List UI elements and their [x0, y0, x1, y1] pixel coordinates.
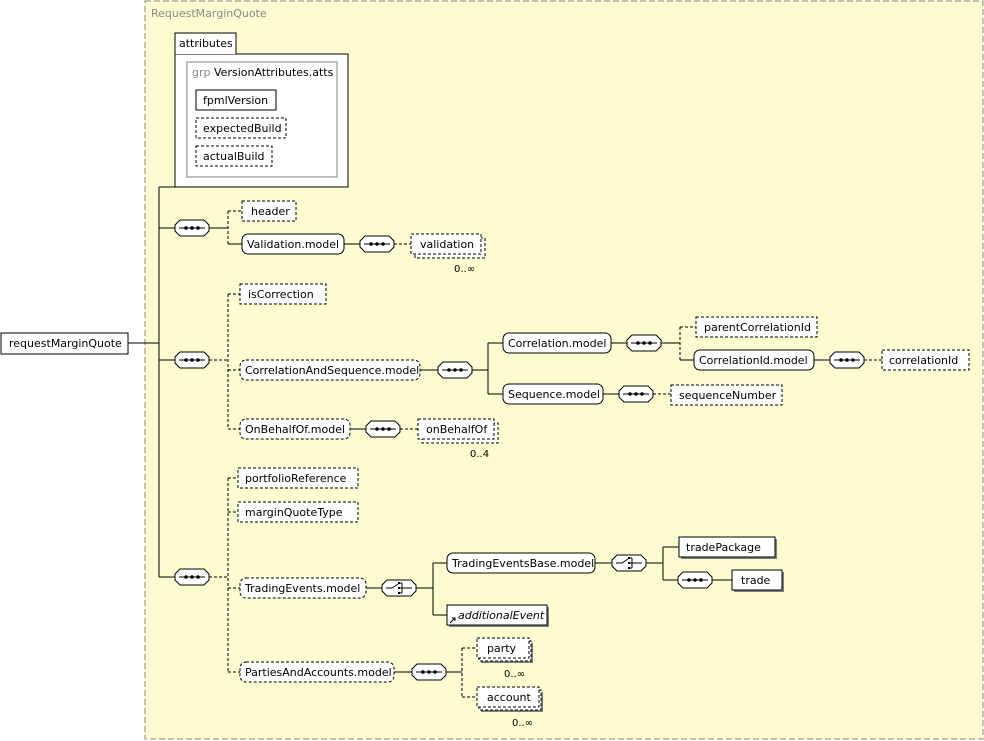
on-behalf-of-cardinality: 0..4 — [470, 449, 489, 460]
attributes-panel: attributes grp VersionAttributes.atts fp… — [174, 32, 349, 188]
svg-text:Correlation.model: Correlation.model — [508, 337, 606, 350]
element-margin-quote-type[interactable]: marginQuoteType — [237, 501, 359, 523]
svg-text:additionalEvent: additionalEvent — [458, 609, 545, 622]
sequence-compositor-parties-and-accounts — [411, 663, 447, 681]
group-correlation-id-model[interactable]: CorrelationId.model — [693, 349, 815, 371]
reference-arrow-icon — [449, 617, 456, 624]
account-cardinality: 0..∞ — [512, 718, 533, 729]
svg-text:correlationId: correlationId — [889, 354, 958, 367]
svg-text:TradingEventsBase.model: TradingEventsBase.model — [451, 557, 594, 570]
group-correlation-and-sequence-model[interactable]: CorrelationAndSequence.model — [239, 359, 421, 381]
element-header[interactable]: header — [241, 200, 297, 222]
sequence-compositor-on-behalf-of — [365, 420, 401, 438]
group-title: RequestMarginQuote — [151, 7, 267, 20]
svg-text:parentCorrelationId: parentCorrelationId — [704, 321, 811, 334]
svg-text:sequenceNumber: sequenceNumber — [679, 389, 777, 402]
element-sequence-number[interactable]: sequenceNumber — [670, 384, 783, 406]
choice-compositor-trading-events — [381, 579, 417, 597]
attributes-tab-label: attributes — [179, 37, 233, 50]
svg-text:isCorrection: isCorrection — [248, 288, 314, 301]
svg-text:tradePackage: tradePackage — [686, 541, 761, 554]
sequence-compositor-3 — [174, 568, 210, 586]
svg-text:PartiesAndAccounts.model: PartiesAndAccounts.model — [245, 666, 392, 679]
svg-text:validation: validation — [420, 238, 474, 251]
validation-cardinality: 0..∞ — [454, 264, 475, 275]
group-on-behalf-of-model[interactable]: OnBehalfOf.model — [239, 418, 351, 440]
svg-text:account: account — [487, 691, 532, 704]
attr-actual-build[interactable]: actualBuild — [195, 145, 273, 167]
sequence-compositor-trade — [677, 571, 713, 589]
element-trade-package[interactable]: tradePackage — [678, 536, 777, 559]
svg-text:trade: trade — [741, 574, 771, 587]
sequence-compositor-correlation-id — [829, 351, 865, 369]
svg-text:CorrelationId.model: CorrelationId.model — [699, 354, 808, 367]
group-parties-and-accounts-model[interactable]: PartiesAndAccounts.model — [239, 661, 395, 683]
svg-text:expectedBuild: expectedBuild — [203, 122, 282, 135]
svg-text:Validation.model: Validation.model — [247, 238, 339, 251]
group-sequence-model[interactable]: Sequence.model — [502, 383, 604, 405]
sequence-compositor-correlation-and-sequence — [437, 361, 473, 379]
svg-text:marginQuoteType: marginQuoteType — [245, 506, 343, 519]
svg-text:actualBuild: actualBuild — [203, 150, 264, 163]
element-account[interactable]: account — [476, 686, 543, 712]
svg-text:TradingEvents.model: TradingEvents.model — [244, 582, 360, 595]
element-party[interactable]: party — [476, 637, 533, 663]
group-validation-model[interactable]: Validation.model — [241, 233, 345, 255]
svg-text:onBehalfOf: onBehalfOf — [426, 423, 488, 436]
element-is-correction[interactable]: isCorrection — [239, 283, 327, 305]
attr-expected-build[interactable]: expectedBuild — [195, 117, 287, 139]
svg-text:requestMarginQuote: requestMarginQuote — [9, 337, 122, 350]
group-prefix: grp — [192, 66, 211, 79]
sequence-compositor-correlation — [626, 334, 662, 352]
svg-text:portfolioReference: portfolioReference — [245, 472, 347, 485]
root-element-request-margin-quote[interactable]: requestMarginQuote — [0, 332, 129, 355]
sequence-compositor-sequence — [618, 385, 654, 403]
group-correlation-model[interactable]: Correlation.model — [502, 332, 612, 354]
element-parent-correlation-id[interactable]: parentCorrelationId — [695, 316, 818, 338]
element-trade[interactable]: trade — [731, 569, 784, 592]
svg-text:header: header — [251, 205, 290, 218]
element-validation[interactable]: validation — [410, 233, 486, 259]
svg-text:CorrelationAndSequence.model: CorrelationAndSequence.model — [245, 364, 419, 377]
attr-fpml-version[interactable]: fpmlVersion — [195, 89, 277, 111]
element-on-behalf-of[interactable]: onBehalfOf — [417, 418, 499, 444]
sequence-compositor-1 — [174, 219, 210, 237]
choice-compositor-trading-events-base — [611, 554, 647, 572]
element-portfolio-reference[interactable]: portfolioReference — [237, 467, 359, 489]
version-attributes-group: VersionAttributes.atts — [214, 66, 334, 79]
sequence-compositor-2 — [174, 351, 210, 369]
sequence-compositor-validation — [359, 235, 395, 253]
group-trading-events-base-model[interactable]: TradingEventsBase.model — [446, 552, 596, 574]
element-additional-event[interactable]: additionalEvent — [446, 604, 549, 627]
element-correlation-id[interactable]: correlationId — [881, 349, 970, 371]
svg-text:fpmlVersion: fpmlVersion — [203, 94, 268, 107]
svg-text:OnBehalfOf.model: OnBehalfOf.model — [245, 423, 345, 436]
group-trading-events-model[interactable]: TradingEvents.model — [239, 577, 367, 599]
party-cardinality: 0..∞ — [504, 669, 525, 680]
svg-text:Sequence.model: Sequence.model — [508, 388, 600, 401]
svg-text:party: party — [487, 642, 517, 655]
